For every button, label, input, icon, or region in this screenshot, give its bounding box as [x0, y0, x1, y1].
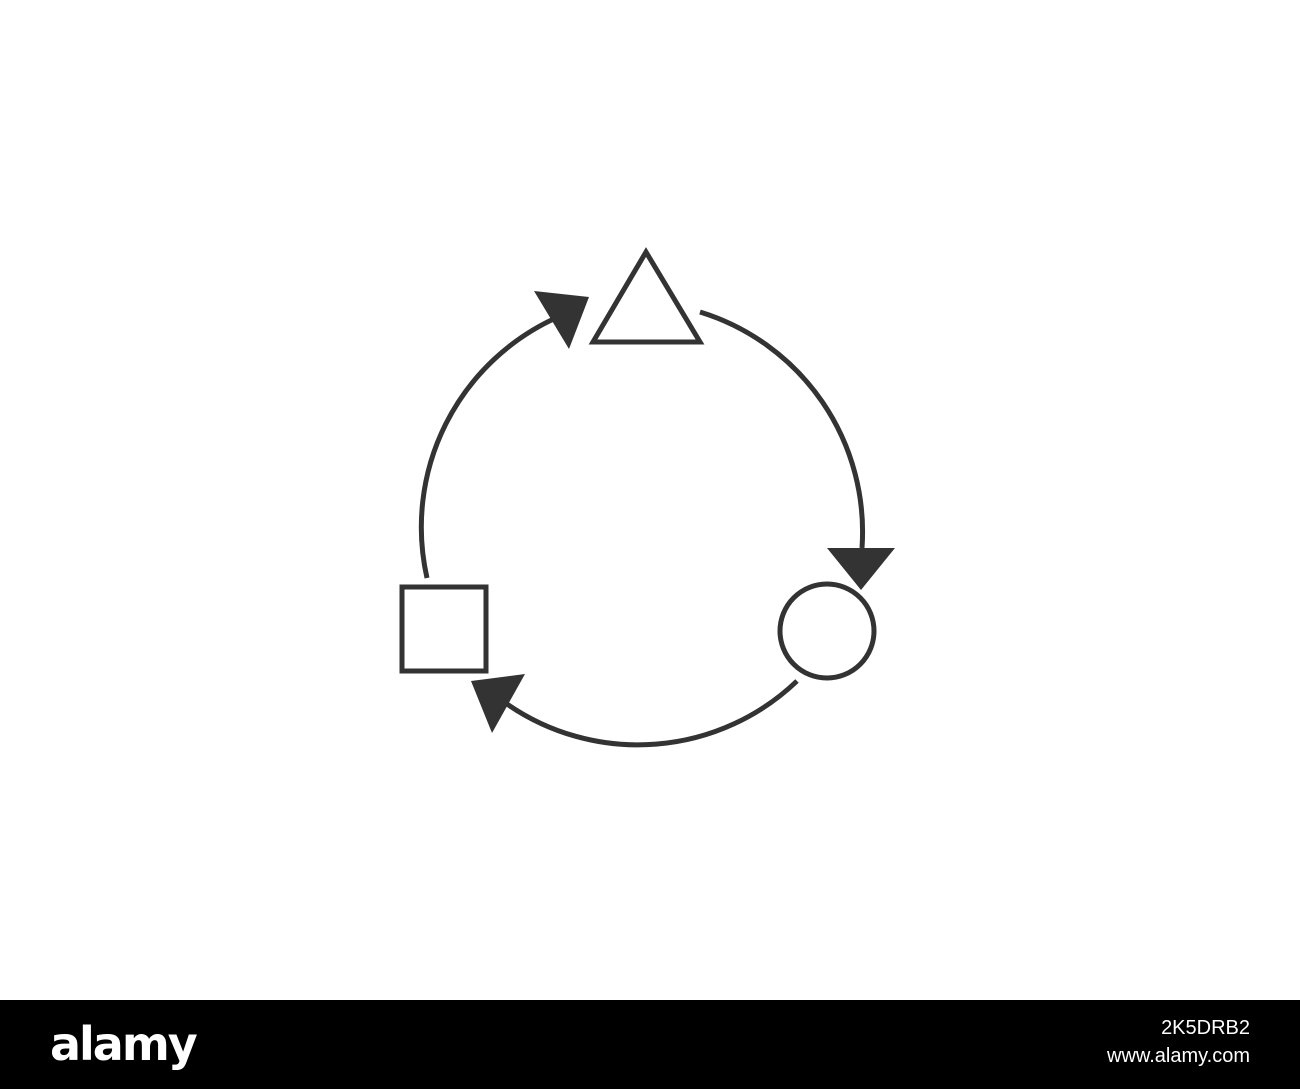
alamy-logo: alamy [50, 1017, 198, 1071]
cycle-diagram [399, 247, 895, 748]
arc-circle-to-square [505, 679, 799, 748]
image-id-text: 2K5DRB2 [1161, 1017, 1250, 1039]
arrowhead-to-circle [827, 548, 895, 590]
watermark-footer: alamy 2K5DRB2 www.alamy.com [0, 1000, 1300, 1089]
circle-node [777, 581, 877, 681]
arc-triangle-to-circle [699, 309, 866, 549]
arc-square-to-triangle [418, 314, 560, 579]
site-url-text: www.alamy.com [1107, 1045, 1250, 1067]
square-node [399, 584, 489, 674]
triangle-node [588, 247, 705, 345]
arrowhead-to-square [471, 674, 525, 733]
arrowhead-to-triangle [534, 291, 589, 349]
